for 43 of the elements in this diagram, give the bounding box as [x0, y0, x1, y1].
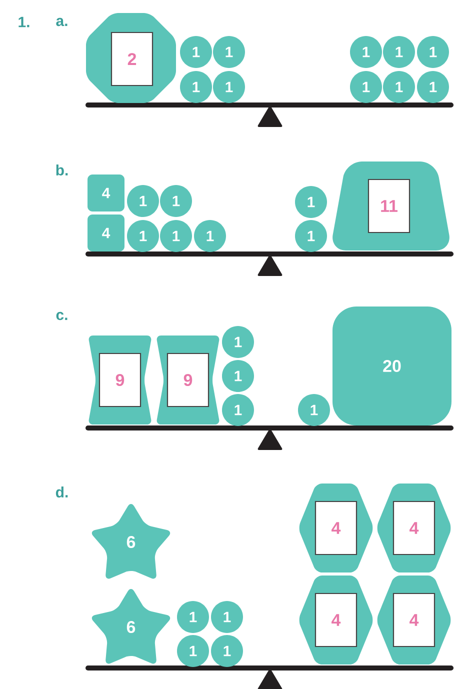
- part-label: b.: [56, 164, 68, 176]
- number-card: 9: [166, 352, 210, 408]
- unit-weight: 1: [211, 601, 243, 633]
- unit-weight: 1: [298, 394, 330, 426]
- unit-weight: 1: [350, 71, 382, 103]
- unit-weight: 1: [383, 71, 415, 103]
- number-card: 4: [392, 500, 436, 556]
- unit-weight: 1: [160, 185, 192, 217]
- unit-weight: 1: [177, 635, 209, 667]
- number-card: 4: [314, 592, 358, 648]
- unit-weight: 1: [295, 186, 327, 218]
- unit-weight: 1: [417, 36, 449, 68]
- square-weight: 20: [332, 306, 452, 426]
- unit-weight: 1: [160, 220, 192, 252]
- unit-weight: 1: [222, 326, 254, 358]
- unit-weight: 1: [180, 36, 212, 68]
- star-weight: 6: [92, 589, 170, 664]
- unit-weight: 1: [295, 220, 327, 252]
- number-card: 4: [392, 592, 436, 648]
- unit-weight: 1: [211, 635, 243, 667]
- part-label: a.: [56, 18, 68, 26]
- unit-weight: 1: [222, 394, 254, 426]
- part-label: d.: [56, 486, 68, 498]
- unit-weight: 1: [194, 220, 226, 252]
- unit-weight: 1: [180, 71, 212, 103]
- unit-weight: 1: [127, 185, 159, 217]
- number-card: 2: [110, 32, 154, 86]
- square-weight: 4: [88, 214, 124, 252]
- square-weight: 4: [88, 174, 124, 212]
- unit-weight: 1: [417, 71, 449, 103]
- unit-weight: 1: [213, 36, 245, 68]
- star-weight: 6: [92, 504, 170, 579]
- unit-weight: 1: [383, 36, 415, 68]
- unit-weight: 1: [222, 360, 254, 392]
- unit-weight: 1: [127, 220, 159, 252]
- unit-weight: 1: [350, 36, 382, 68]
- unit-weight: 1: [213, 71, 245, 103]
- part-label: c.: [56, 312, 68, 320]
- unit-weight: 1: [177, 601, 209, 633]
- exercise-number: 1.: [18, 16, 30, 28]
- number-card: 11: [368, 178, 410, 234]
- number-card: 9: [98, 352, 142, 408]
- number-card: 4: [314, 500, 358, 556]
